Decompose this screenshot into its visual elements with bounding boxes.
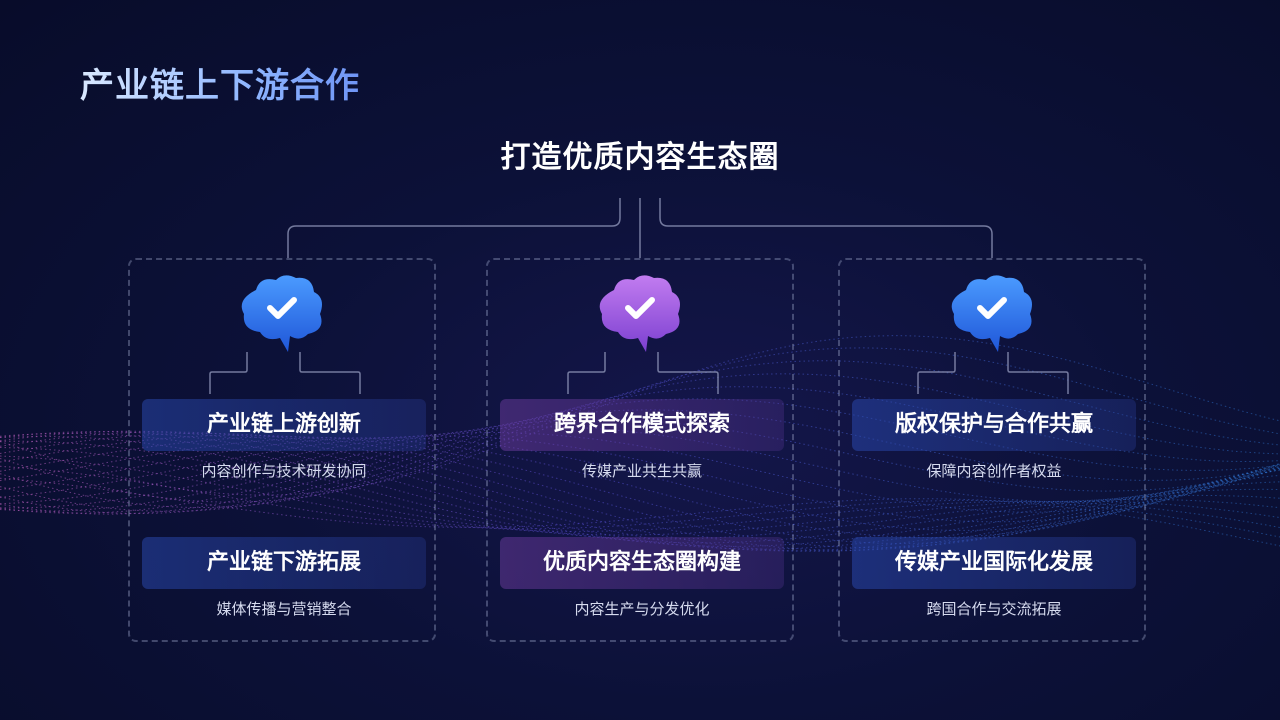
column-crossover: 跨界合作模式探索 传媒产业共生共赢 优质内容生态圈构建 内容生产与分发优化 xyxy=(486,258,794,642)
item-subtitle: 内容生产与分发优化 xyxy=(574,600,710,618)
item-crossover-model: 跨界合作模式探索 传媒产业共生共赢 xyxy=(500,399,784,481)
page-title: 产业链上下游合作 xyxy=(80,58,360,107)
column-upstream: 产业链上游创新 内容创作与技术研发协同 产业链下游拓展 媒体传播与营销整合 xyxy=(128,258,436,642)
item-internationalization: 传媒产业国际化发展 跨国合作与交流拓展 xyxy=(852,537,1136,619)
item-upstream-innovation: 产业链上游创新 内容创作与技术研发协同 xyxy=(142,399,426,481)
brain-check-icon xyxy=(951,275,1032,352)
brain-check-icon xyxy=(241,275,322,352)
item-subtitle: 媒体传播与营销整合 xyxy=(216,600,352,618)
item-content-ecosystem: 优质内容生态圈构建 内容生产与分发优化 xyxy=(500,537,784,619)
item-downstream-expansion: 产业链下游拓展 媒体传播与营销整合 xyxy=(142,537,426,619)
item-title: 产业链下游拓展 xyxy=(142,537,426,589)
item-title: 跨界合作模式探索 xyxy=(500,399,784,451)
item-subtitle: 传媒产业共生共赢 xyxy=(581,462,702,480)
item-subtitle: 内容创作与技术研发协同 xyxy=(201,462,367,480)
item-subtitle: 保障内容创作者权益 xyxy=(926,462,1062,480)
item-title: 产业链上游创新 xyxy=(142,399,426,451)
column-copyright: 版权保护与合作共赢 保障内容创作者权益 传媒产业国际化发展 跨国合作与交流拓展 xyxy=(838,258,1146,642)
item-subtitle: 跨国合作与交流拓展 xyxy=(926,600,1062,618)
item-title: 优质内容生态圈构建 xyxy=(500,537,784,589)
item-title: 传媒产业国际化发展 xyxy=(852,537,1136,589)
item-title: 版权保护与合作共赢 xyxy=(852,399,1136,451)
root-title: 打造优质内容生态圈 xyxy=(500,140,780,175)
item-copyright-protection: 版权保护与合作共赢 保障内容创作者权益 xyxy=(852,399,1136,481)
brain-check-icon xyxy=(599,275,680,352)
